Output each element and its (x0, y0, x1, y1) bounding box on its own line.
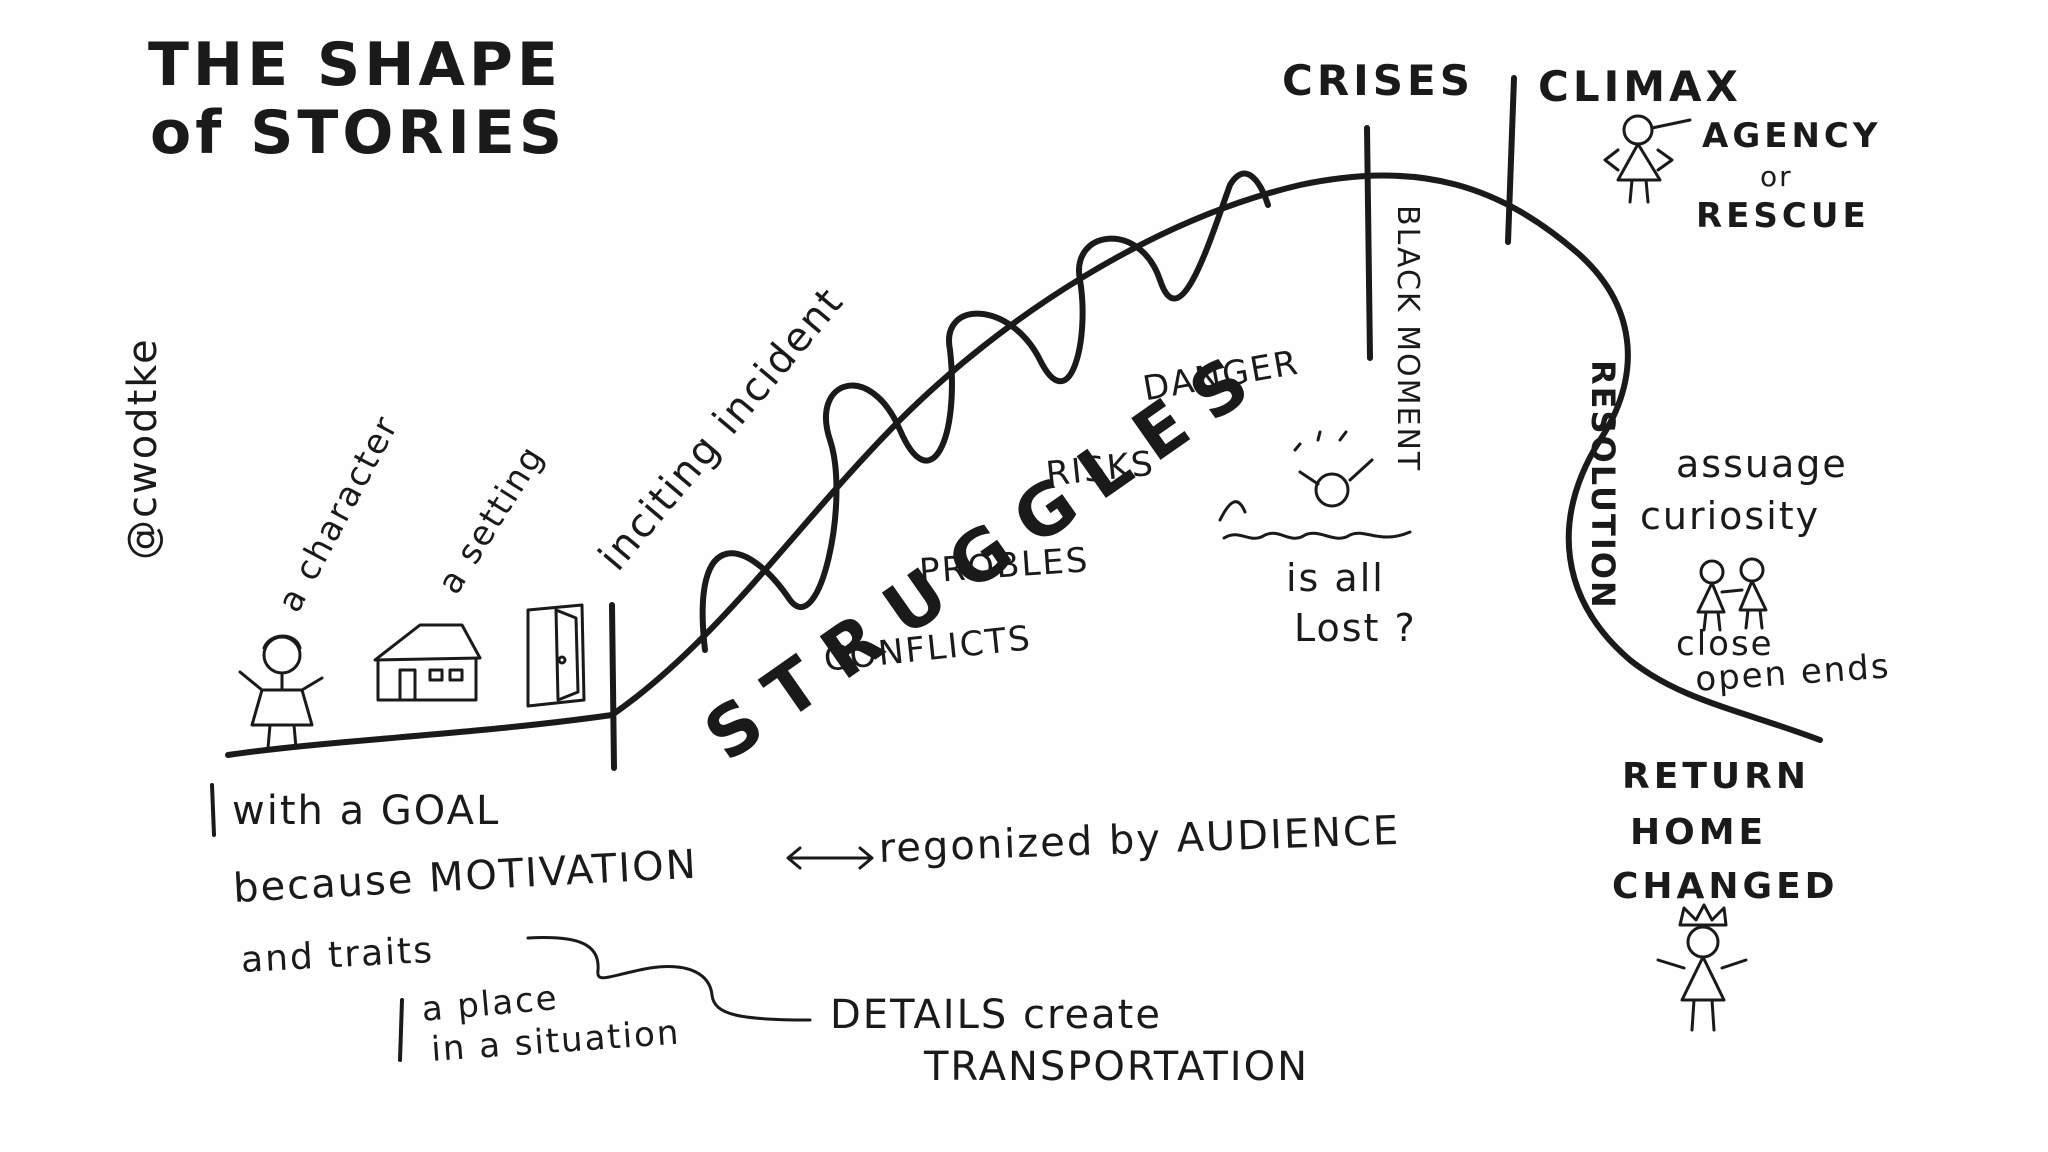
label-curiosity: curiosity (1640, 494, 1821, 538)
drowning-figure-icon (1218, 430, 1412, 540)
label-climax: CLIMAX (1538, 62, 1742, 111)
label-details-create: DETAILS create (830, 992, 1162, 1038)
label-black-moment: BLACK MOMENT (1390, 205, 1425, 473)
label-resolution: RESOLUTION (1584, 360, 1622, 610)
fairy-icon (1603, 114, 1692, 204)
author-handle: @cwodtke (120, 337, 166, 560)
divider-inciting (609, 602, 617, 771)
story-arc-line (225, 172, 1823, 758)
label-changed: CHANGED (1612, 866, 1839, 907)
label-home: HOME (1630, 812, 1768, 853)
label-close: close (1676, 624, 1774, 664)
label-crises: CRISES (1282, 56, 1474, 105)
title-line-1: THE SHAPE (148, 30, 562, 100)
label-or: or (1760, 160, 1793, 193)
motivation-arrow (786, 846, 874, 870)
label-return: RETURN (1622, 756, 1810, 797)
place-bar (398, 998, 404, 1062)
door-icon (526, 603, 586, 708)
struggles-wave (699, 170, 1271, 653)
label-agency: AGENCY (1702, 116, 1882, 156)
label-rescue: RESCUE (1696, 196, 1870, 236)
house-icon (373, 623, 482, 702)
goal-bar (210, 783, 216, 837)
label-transportation: TRANSPORTATION (924, 1044, 1309, 1090)
label-lost: Lost ? (1294, 606, 1417, 650)
divider-crises (1364, 125, 1373, 361)
character-icon (238, 634, 324, 750)
details-connector (526, 935, 812, 1022)
crowned-figure-icon (1656, 903, 1748, 1032)
label-assuage: assuage (1676, 442, 1848, 486)
two-figures-icon (1696, 557, 1768, 632)
title-line-2: of STORIES (150, 98, 567, 168)
divider-climax (1505, 75, 1517, 245)
label-with-a-goal: with a GOAL (232, 788, 501, 834)
label-is-all: is all (1286, 556, 1385, 600)
